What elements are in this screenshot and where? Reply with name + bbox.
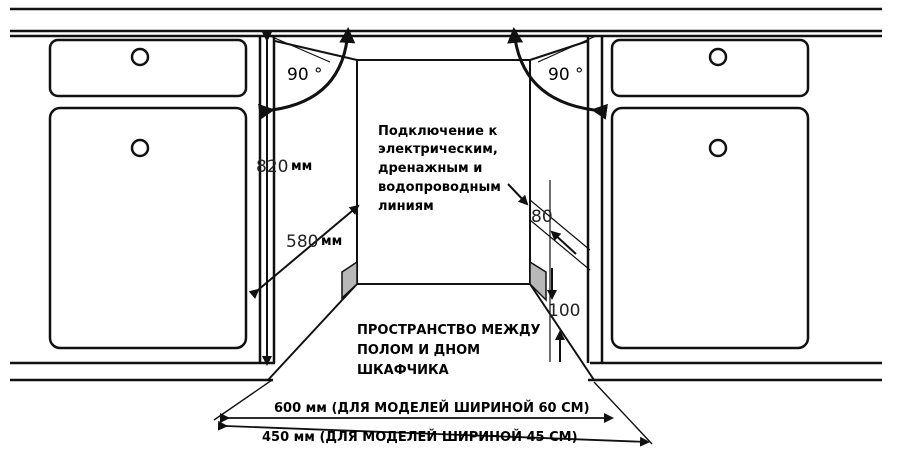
dimension-450-line xyxy=(217,420,650,447)
right-door-leaf xyxy=(537,35,597,63)
connection-note: Подключение к электрическим, дренажным и… xyxy=(378,124,501,214)
depth-number: 580 xyxy=(286,232,318,252)
floor-note-line-1: ПРОСТРАНСТВО МЕЖДУ xyxy=(357,323,541,338)
dimension-80-arrow-bottom xyxy=(550,230,577,255)
connection-note-line-5: линиям xyxy=(378,199,434,214)
floor-plinth xyxy=(10,361,882,382)
dimension-580 xyxy=(248,204,360,299)
dimension-600-ext-left xyxy=(213,379,273,421)
dimension-80-arrow-top xyxy=(507,183,529,206)
right-plinth-shade xyxy=(529,260,547,302)
width-450-label: 450 мм (ДЛЯ МОДЕЛЕЙ ШИРИНОЙ 45 СМ) xyxy=(262,429,578,445)
dimension-100-label: 100 xyxy=(548,301,580,321)
left-door-arc xyxy=(258,27,356,120)
connection-note-line-1: Подключение к xyxy=(378,124,497,139)
countertop xyxy=(10,7,882,38)
height-number: 820 xyxy=(256,157,288,177)
right-side-guides xyxy=(529,180,591,362)
right-door-arc xyxy=(507,27,608,120)
connection-note-line-4: водопроводным xyxy=(378,180,501,195)
left-cabinet xyxy=(48,36,276,363)
floor-note: ПРОСТРАНСТВО МЕЖДУ ПОЛОМ И ДНОМ ШКАФЧИКА xyxy=(357,323,541,378)
left-door-leaf xyxy=(269,35,331,63)
left-angle-label: 90 ° xyxy=(287,65,323,85)
depth-unit: мм xyxy=(321,234,342,249)
floor-note-line-3: ШКАФЧИКА xyxy=(357,363,449,378)
width-600-label: 600 мм (ДЛЯ МОДЕЛЕЙ ШИРИНОЙ 60 СМ) xyxy=(274,400,590,416)
connection-note-line-3: дренажным и xyxy=(378,161,482,176)
dimension-80-label: 80 xyxy=(531,207,553,227)
right-angle-label: 90 ° xyxy=(548,65,584,85)
floor-note-line-2: ПОЛОМ И ДНОМ xyxy=(357,343,480,358)
right-cabinet xyxy=(586,36,810,363)
dimension-600-ext-right xyxy=(593,381,653,445)
height-unit: мм xyxy=(291,159,312,174)
connection-note-line-2: электрическим, xyxy=(378,142,498,157)
